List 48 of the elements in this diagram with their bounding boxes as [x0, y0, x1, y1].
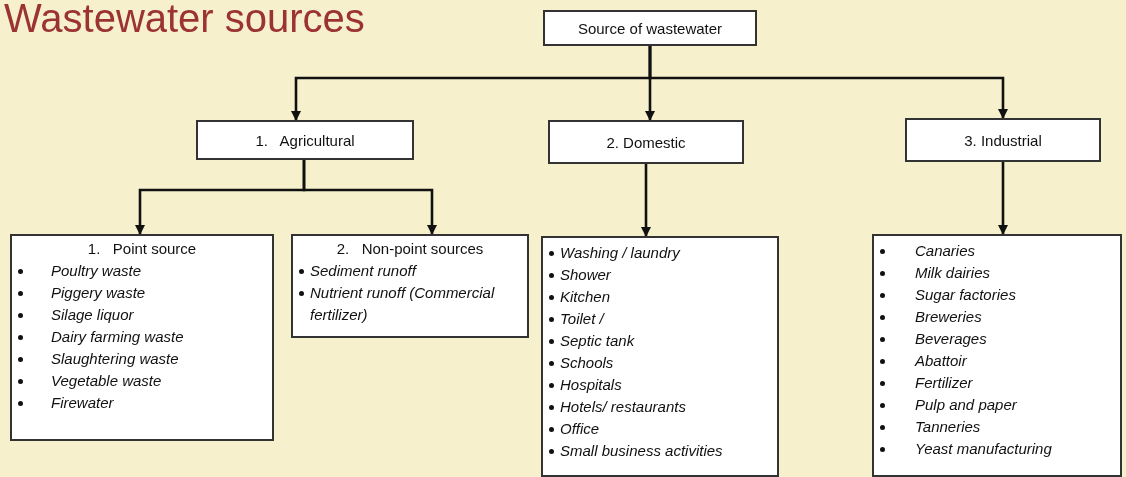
list-item: Pulp and paper — [915, 395, 1017, 415]
list-item: Tanneries — [915, 417, 981, 437]
box-label: Source of wastewater — [577, 19, 723, 37]
list-item: Hotels/ restaurants — [560, 397, 686, 417]
box-label: 1. Agricultural — [255, 131, 355, 149]
list-item: Poultry waste — [51, 261, 142, 281]
list-item: Fertilizer — [915, 373, 973, 393]
list-item: Piggery waste — [51, 283, 146, 303]
list-item: Small business activities — [560, 441, 723, 461]
box-label: 3. Industrial — [964, 131, 1042, 149]
list-item: Schools — [560, 353, 614, 373]
list-item: Canaries — [915, 241, 976, 261]
category-box — [196, 120, 414, 160]
category-box — [905, 118, 1101, 162]
list-heading: 1. Point source — [86, 240, 198, 257]
list-item: Washing / laundry — [560, 243, 680, 263]
list-item: Nutrient runoff (Commercial fertilizer) — [310, 283, 496, 325]
arrow — [997, 162, 1009, 236]
list-item: Kitchen — [560, 287, 611, 307]
list-box — [291, 234, 529, 338]
arrow — [648, 46, 1009, 120]
arrow — [302, 160, 438, 236]
arrow — [640, 164, 652, 238]
category-box — [543, 10, 757, 46]
list-item: Toilet / — [560, 309, 604, 329]
list-item: Sugar factories — [915, 285, 1016, 305]
list-item: Shower — [560, 265, 611, 285]
list-heading: 2. Non-point sources — [335, 240, 485, 257]
list-item: Hospitals — [560, 375, 622, 395]
title: Wastewater sources — [4, 0, 365, 41]
list-item: Abattoir — [915, 351, 967, 371]
list-item: Dairy farming waste — [51, 327, 184, 347]
list-box — [541, 236, 779, 477]
list-item: Yeast manufacturing — [915, 439, 1052, 459]
list-item: Slaughtering waste — [51, 349, 179, 369]
category-box — [548, 120, 744, 164]
list-item: Milk dairies — [915, 263, 990, 283]
list-item: Silage liquor — [51, 305, 134, 325]
list-box — [872, 234, 1122, 477]
list-box — [10, 234, 274, 441]
list-item: Vegetable waste — [51, 371, 162, 391]
box-label: 2. Domestic — [606, 133, 686, 151]
list-item: Septic tank — [560, 331, 635, 351]
list-item: Sediment runoff — [310, 261, 416, 281]
list-item: Beverages — [915, 329, 987, 349]
list-item: Firewater — [51, 393, 114, 413]
list-item: Breweries — [915, 307, 982, 327]
list-item: Office — [560, 419, 600, 439]
